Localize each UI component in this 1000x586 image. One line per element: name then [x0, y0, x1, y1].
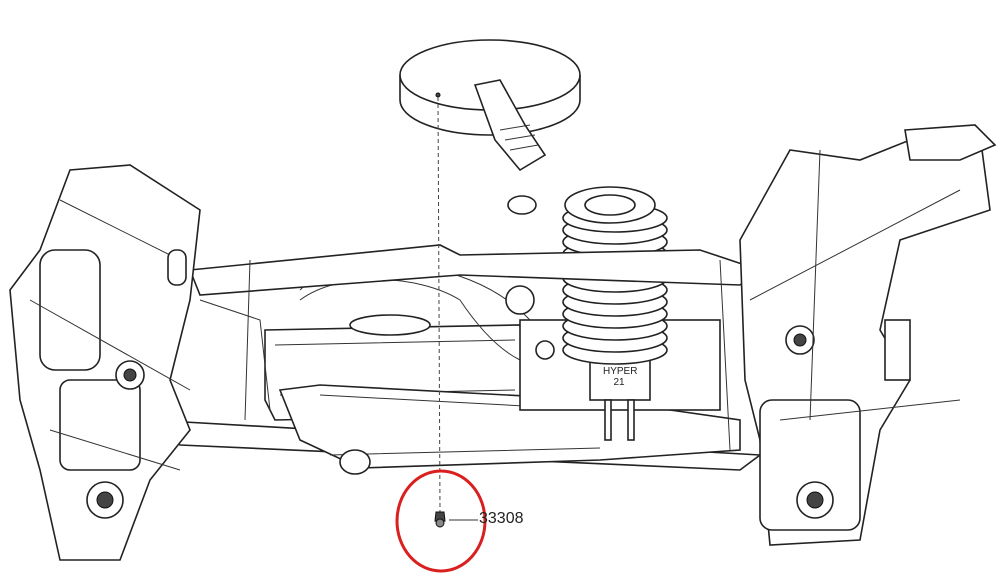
hose-clamp: [507, 195, 537, 215]
engine: [505, 186, 721, 441]
assembly-guide-line: [437, 96, 441, 513]
engine-marking-line-2: 21: [613, 377, 625, 388]
rear-suspension-right: [739, 124, 997, 546]
highlight-circle: [395, 469, 487, 573]
screw-icon: [434, 511, 446, 528]
air-filter: [399, 39, 581, 172]
front-suspension-left: [9, 164, 201, 561]
top-deck: [188, 244, 762, 296]
engine-marking-line-1: HYPER: [603, 366, 638, 377]
engine-marking: HYPER 21: [603, 366, 638, 388]
part-number-label: 33308: [479, 510, 524, 527]
